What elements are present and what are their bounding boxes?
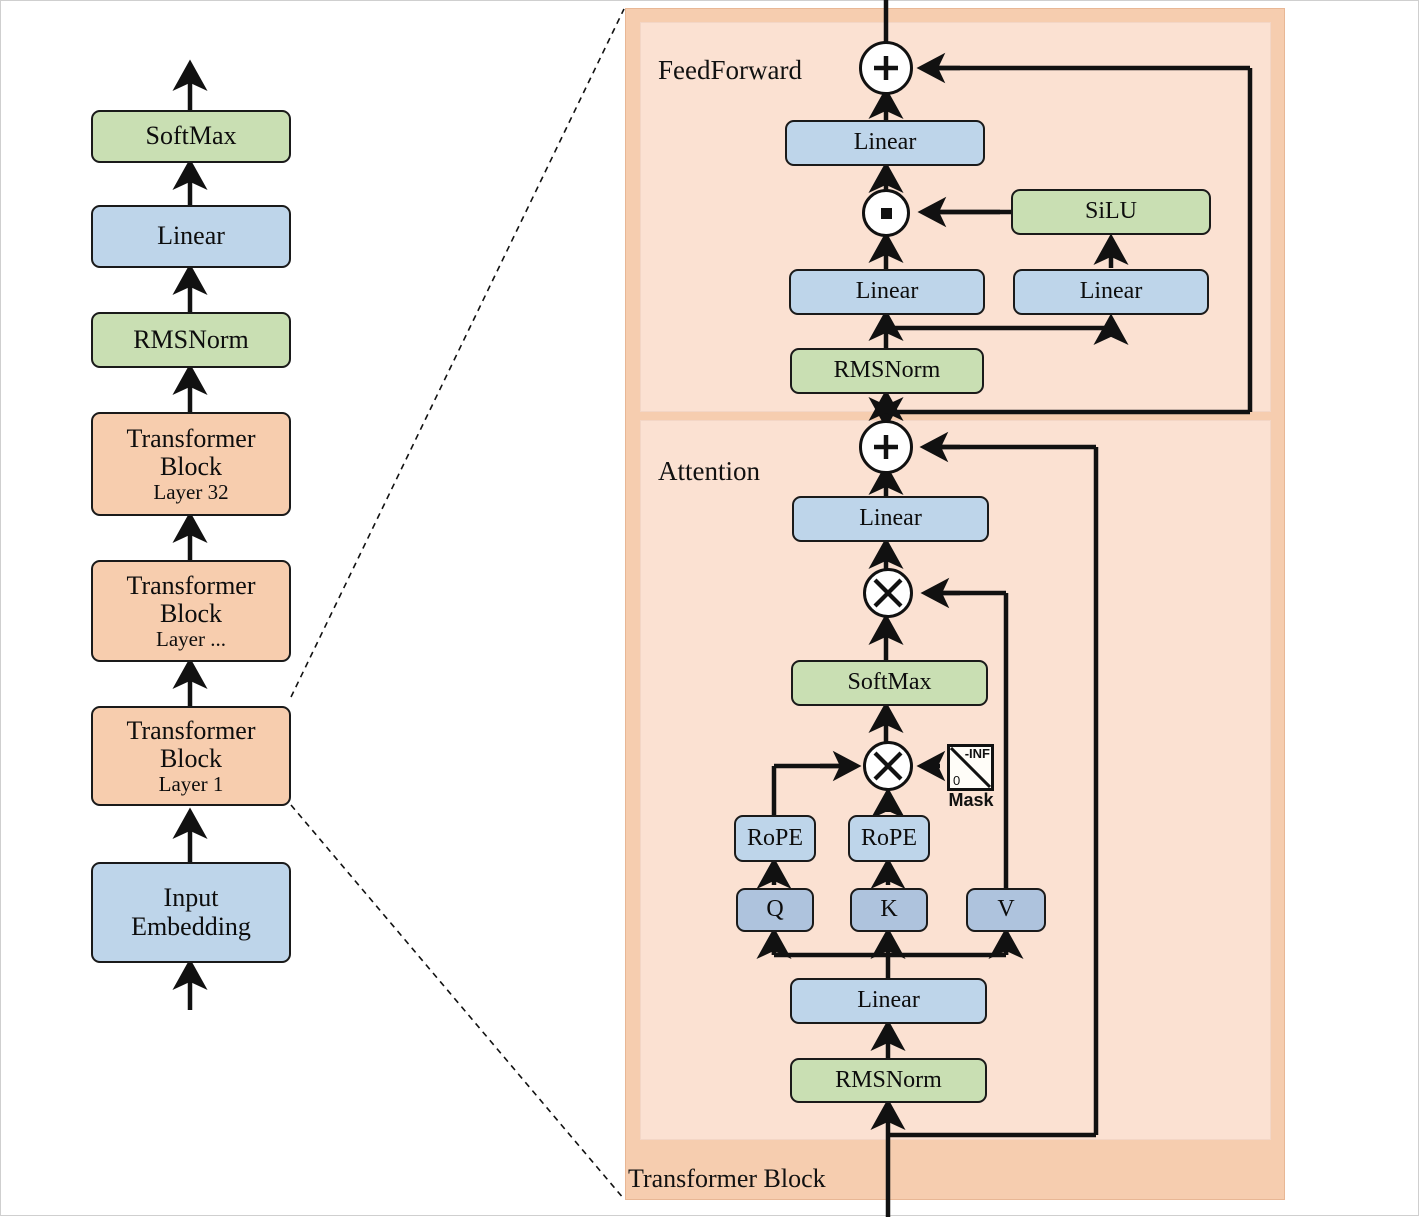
attn-linear-qkv-label: Linear (857, 987, 920, 1014)
ff-rmsnorm[interactable]: RMSNorm (790, 348, 984, 394)
transformer-block-caption: Transformer Block (628, 1164, 826, 1193)
ff-rmsnorm-label: RMSNorm (833, 357, 941, 384)
attn-rope-q-label: RoPE (746, 824, 803, 851)
plus-icon (874, 435, 898, 459)
attn-rmsnorm-label: RMSNorm (835, 1066, 942, 1093)
left-node-block32-sublabel: Layer 32 (153, 479, 229, 504)
attention-matmul-node-lower[interactable] (863, 741, 913, 791)
feedforward-add-node[interactable] (859, 41, 913, 95)
attn-rmsnorm[interactable]: RMSNorm (790, 1058, 987, 1103)
left-node-transformer-block-32[interactable]: Transformer Block Layer 32 (91, 412, 291, 516)
ff-linear-out-label: Linear (853, 129, 917, 156)
ff-linear-up[interactable]: Linear (1013, 269, 1209, 315)
left-node-transformer-block-dots[interactable]: Transformer Block Layer ... (91, 560, 291, 662)
dot-icon (880, 207, 892, 219)
left-node-block1-label: Transformer Block (126, 715, 256, 773)
left-node-rmsnorm[interactable]: RMSNorm (91, 312, 291, 368)
ff-silu[interactable]: SiLU (1011, 189, 1211, 235)
attn-q[interactable]: Q (736, 888, 814, 932)
mask-diagonal-icon (950, 747, 991, 788)
left-node-linear[interactable]: Linear (91, 205, 291, 268)
left-node-softmax[interactable]: SoftMax (91, 110, 291, 163)
attn-softmax-label: SoftMax (847, 669, 932, 696)
attention-mask-label: Mask (948, 790, 994, 810)
left-node-embedding-label: Input Embedding (131, 883, 251, 941)
attention-matmul-node-upper[interactable] (863, 568, 913, 618)
left-node-linear-label: Linear (157, 221, 225, 251)
ff-linear-up-label: Linear (1079, 278, 1143, 305)
mask-upper-value: -INF (964, 746, 990, 761)
attention-mask-icon[interactable]: -INF 0 (947, 744, 994, 791)
mask-lower-value: 0 (953, 773, 961, 788)
ff-linear-gate[interactable]: Linear (789, 269, 985, 315)
attn-k-label: K (880, 896, 898, 923)
attn-q-label: Q (766, 896, 784, 923)
left-node-blockdots-label: Transformer Block (126, 570, 256, 628)
ff-linear-gate-label: Linear (855, 278, 919, 305)
feedforward-title: FeedForward (658, 55, 802, 85)
attn-v[interactable]: V (966, 888, 1046, 932)
left-node-softmax-label: SoftMax (145, 121, 237, 151)
ff-linear-out[interactable]: Linear (785, 120, 985, 166)
attention-add-node[interactable] (859, 420, 913, 474)
attn-linear-out-label: Linear (859, 505, 922, 532)
left-node-transformer-block-1[interactable]: Transformer Block Layer 1 (91, 706, 291, 806)
attention-title: Attention (658, 456, 760, 486)
ff-silu-label: SiLU (1084, 198, 1137, 225)
attn-rope-k-label: RoPE (860, 824, 917, 851)
multiply-icon (873, 578, 903, 608)
left-node-rmsnorm-label: RMSNorm (133, 324, 249, 354)
attn-v-label: V (997, 896, 1015, 923)
attn-k[interactable]: K (850, 888, 928, 932)
left-node-input-embedding[interactable]: Input Embedding (91, 862, 291, 963)
left-node-block1-sublabel: Layer 1 (158, 771, 224, 796)
plus-icon (874, 56, 898, 80)
multiply-icon (873, 751, 903, 781)
attn-softmax[interactable]: SoftMax (791, 660, 988, 706)
feedforward-elementwise-multiply-node[interactable] (862, 189, 910, 237)
left-node-blockdots-sublabel: Layer ... (156, 626, 226, 651)
attn-rope-q[interactable]: RoPE (734, 815, 816, 862)
attn-linear-out[interactable]: Linear (792, 496, 989, 542)
left-node-block32-label: Transformer Block (126, 423, 256, 481)
attn-rope-k[interactable]: RoPE (848, 815, 930, 862)
attn-linear-qkv[interactable]: Linear (790, 978, 987, 1024)
